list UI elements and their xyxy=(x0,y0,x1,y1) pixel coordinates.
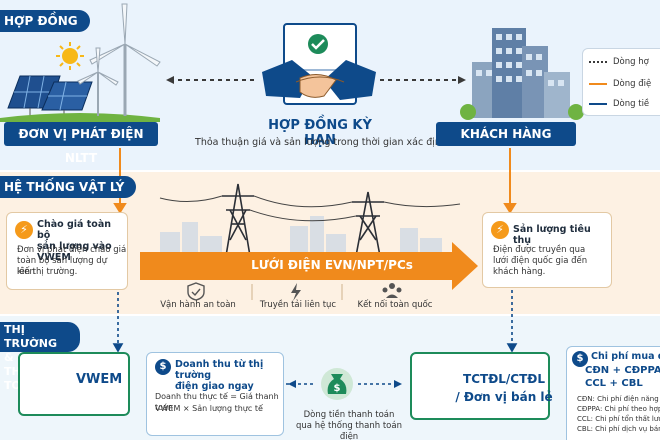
revenue-title: Doanh thu từ thị trường điện giao ngay xyxy=(175,359,283,392)
retailer-label-line2: / Đơn vị bán lẻ xyxy=(455,390,553,404)
lightning-icon xyxy=(291,283,301,301)
people-network-icon xyxy=(382,283,402,298)
section-tag-market: THỊ TRƯỜNG & THANH TOÁN xyxy=(0,322,80,392)
cash-caption-line1: Dòng tiền thanh toán xyxy=(303,410,395,420)
offer-title: Chào giá toàn bộ sản lượng vào VWEM xyxy=(37,219,127,263)
cash-caption-line2: qua hệ thống thanh toán điện xyxy=(296,421,402,440)
market-flow-arrows xyxy=(112,290,518,353)
vwem-box xyxy=(18,352,130,416)
section-tag-market-line1: THỊ TRƯỜNG & xyxy=(4,323,58,364)
cash-flow-caption: Dòng tiền thanh toán qua hệ thống thanh … xyxy=(290,410,408,440)
cost-card: $ Chi phí mua điện CĐN + CĐPPA + CCL + C… xyxy=(566,346,660,440)
wind-turbine-icon xyxy=(77,3,161,116)
grass-icon xyxy=(0,113,160,122)
feature-continuous-transmission: Truyền tải liên tục xyxy=(259,300,337,310)
money-bag-icon: $ xyxy=(321,368,353,400)
svg-text:$: $ xyxy=(334,383,341,394)
offer-title-line2: sản lượng vào VWEM xyxy=(37,241,112,263)
output-text-line1: Điện được truyền qua xyxy=(493,245,586,255)
retailer-label-line1: TCTĐL/CTĐL xyxy=(463,372,545,386)
sun-icon xyxy=(56,42,84,70)
retailer-box xyxy=(410,352,550,420)
cost-note: CCL: Chi phí tổn thất lưới xyxy=(577,415,660,423)
transmission-tower-icon xyxy=(159,183,461,257)
cash-flow-line xyxy=(286,380,402,388)
cost-note: CBL: Chi phí dịch vụ bán lẻ xyxy=(577,425,660,433)
revenue-text-line1: Doanh thu thực tế = Giá thanh toán xyxy=(155,392,279,412)
legend-item-power: Dòng điệ xyxy=(589,79,651,89)
shield-icon xyxy=(187,282,205,301)
cost-note: CĐN: Chi phí điện năng xyxy=(577,395,659,403)
contract-title: HỢP ĐỒNG KỲ HẠN xyxy=(268,118,372,148)
contract-flow-line xyxy=(166,76,466,84)
legend-item-contract: Dòng hợ xyxy=(589,57,649,67)
customer-buildings-icon xyxy=(460,28,584,120)
cost-formula-line1: CĐN + CĐPPA + xyxy=(585,365,660,376)
legend-item-money: Dòng tiề xyxy=(589,99,649,109)
dollar-coin-icon: $ xyxy=(155,359,171,375)
revenue-text-line2: VWEM × Sản lượng thực tế xyxy=(155,404,263,413)
generator-label: ĐƠN VỊ PHÁT ĐIỆN NLTT xyxy=(4,122,158,165)
grid-flow-arrow xyxy=(140,242,478,290)
customer-label: KHÁCH HÀNG xyxy=(436,122,576,146)
power-flow-arrows xyxy=(113,148,517,214)
revenue-card: $ Doanh thu từ thị trường điện giao ngay… xyxy=(146,352,284,436)
legend-label: Dòng điệ xyxy=(613,79,652,89)
contract-subtitle: Thỏa thuận giá và sản lượng trong thời g… xyxy=(195,137,447,148)
section-tag-contract: HỢP ĐỒNG xyxy=(0,10,90,32)
section-tag-physical: HỆ THỐNG VẬT LÝ xyxy=(0,176,137,198)
output-text-line2: lưới điện quốc gia đến xyxy=(493,256,588,266)
output-text-line3: khách hàng. xyxy=(493,267,546,277)
dollar-coin-icon: $ xyxy=(572,351,588,367)
lightning-badge-icon: ⚡ xyxy=(491,221,509,239)
offer-title-line1: Chào giá toàn bộ xyxy=(37,219,111,241)
revenue-title-line1: Doanh thu từ thị trường xyxy=(175,359,264,381)
legend-label: Dòng hợ xyxy=(613,57,649,67)
solar-panel-icon xyxy=(7,75,93,116)
feature-safe-operation: Vận hành an toàn xyxy=(160,300,236,310)
legend: Dòng hợ Dòng điệ Dòng tiề xyxy=(582,48,660,116)
feature-national-connection: Kết nối toàn quốc xyxy=(357,300,433,310)
vwem-label: VWEM xyxy=(76,372,123,387)
offer-text-line1: Đơn vị phát điện chào giá xyxy=(17,245,127,255)
cost-title: Chi phí mua điện xyxy=(591,351,660,362)
offer-card: ⚡ Chào giá toàn bộ sản lượng vào VWEM Đơ… xyxy=(6,212,128,290)
legend-label: Dòng tiề xyxy=(613,99,650,109)
lightning-badge-icon: ⚡ xyxy=(15,221,33,239)
legend-swatch-navy xyxy=(589,102,607,105)
handshake-contract-icon xyxy=(262,23,376,105)
legend-swatch-dotted xyxy=(589,60,607,63)
cost-note: CĐPPA: Chi phí theo hợp đồ xyxy=(577,405,660,413)
grid-label: LƯỚI ĐIỆN EVN/NPT/PCs xyxy=(251,258,413,272)
cost-formula-line2: CCL + CBL xyxy=(585,378,643,389)
output-card: ⚡ Sản lượng tiêu thụ Điện được truyền qu… xyxy=(482,212,612,288)
legend-swatch-orange xyxy=(589,82,607,85)
revenue-title-line2: điện giao ngay xyxy=(175,381,254,392)
offer-text-line3: lên thị trường. xyxy=(17,267,78,277)
output-title: Sản lượng tiêu thụ xyxy=(513,224,591,246)
retailer-label: TCTĐL/CTĐL / Đơn vị bán lẻ xyxy=(454,370,554,406)
offer-text-line2: toàn bộ sản lượng dự kiến xyxy=(17,256,108,277)
page-title-cut xyxy=(220,0,440,4)
city-skyline-icon xyxy=(160,216,442,254)
